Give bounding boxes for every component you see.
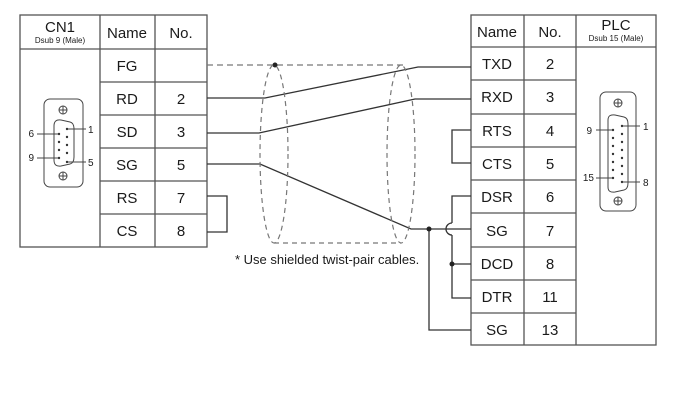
dsub15-pin-label: 15 — [583, 173, 595, 184]
left-row-name: FG — [117, 58, 138, 75]
right-row-no: 13 — [542, 322, 559, 339]
cable-note: * Use shielded twist-pair cables. — [235, 252, 419, 267]
left-rows: FG RD 2 SD 3 SG 5 RS 7 CS 8 — [116, 58, 185, 240]
right-row-no: 7 — [546, 223, 554, 240]
dsub9-pin-label: 1 — [88, 125, 94, 136]
rd-txd-wire — [207, 66, 471, 99]
right-row-no: 11 — [542, 289, 558, 306]
left-row-no: 3 — [177, 124, 185, 141]
left-row-no: 5 — [177, 157, 185, 174]
left-connector-table — [19, 14, 208, 248]
rs-cs-loop — [207, 195, 228, 233]
left-row-no: 7 — [177, 190, 185, 207]
right-connector-subtitle: Dsub 15 (Male) — [589, 34, 644, 43]
right-row-no: 4 — [546, 123, 554, 140]
dsub15-pin-label: 1 — [643, 122, 649, 133]
dsub9-pin-label: 6 — [28, 129, 34, 140]
left-row-name: SG — [116, 157, 138, 174]
right-row-name: RXD — [481, 89, 513, 106]
dsub9-pin-label: 5 — [88, 158, 94, 169]
right-row-name: TXD — [482, 56, 512, 73]
right-row-no: 6 — [546, 189, 554, 206]
right-row-no: 5 — [546, 156, 554, 173]
cable-shield — [259, 64, 416, 244]
right-row-no: 8 — [546, 256, 554, 273]
dsub15-pin-label: 8 — [643, 178, 649, 189]
right-connector-table — [470, 14, 657, 346]
sg-sg-wire — [207, 163, 471, 230]
right-rows: TXD 2 RXD 3 RTS 4 CTS 5 DSR 6 SG 7 DCD 8… — [481, 56, 559, 339]
dsub9-pins — [57, 127, 69, 164]
right-row-name: DSR — [481, 189, 513, 206]
dsub15-pin-label: 9 — [586, 126, 592, 137]
right-connector-title: PLC — [601, 17, 630, 34]
dsub9-pin-label: 9 — [28, 153, 34, 164]
left-header-no: No. — [169, 25, 192, 42]
left-row-name: RD — [116, 91, 138, 108]
right-row-name: DCD — [481, 256, 514, 273]
dsub9-connector-icon — [37, 98, 86, 188]
dsr-dtr-wire — [451, 195, 471, 223]
rts-cts-loop — [451, 129, 471, 164]
right-header-name: Name — [477, 24, 517, 41]
right-row-name: RTS — [482, 123, 512, 140]
left-connector-subtitle: Dsub 9 (Male) — [35, 36, 86, 45]
left-row-name: SD — [117, 124, 138, 141]
right-row-name: SG — [486, 223, 508, 240]
right-row-no: 3 — [546, 89, 554, 106]
dsub15-pins — [611, 124, 624, 184]
sd-rxd-wire — [207, 98, 471, 134]
right-row-name: CTS — [482, 156, 512, 173]
left-connector-title: CN1 — [45, 19, 75, 36]
crossover-hop — [445, 222, 453, 236]
right-row-name: DTR — [482, 289, 513, 306]
left-row-no: 8 — [177, 223, 185, 240]
junction-dots — [272, 62, 455, 267]
right-row-name: SG — [486, 322, 508, 339]
dsub15-connector-icon — [596, 91, 640, 212]
right-row-no: 2 — [546, 56, 554, 73]
left-row-no: 2 — [177, 91, 185, 108]
left-header-name: Name — [107, 25, 147, 42]
left-row-name: RS — [117, 190, 138, 207]
left-row-name: CS — [117, 223, 138, 240]
right-header-no: No. — [538, 24, 561, 41]
sg13-wire — [428, 229, 471, 331]
wires — [207, 64, 471, 331]
